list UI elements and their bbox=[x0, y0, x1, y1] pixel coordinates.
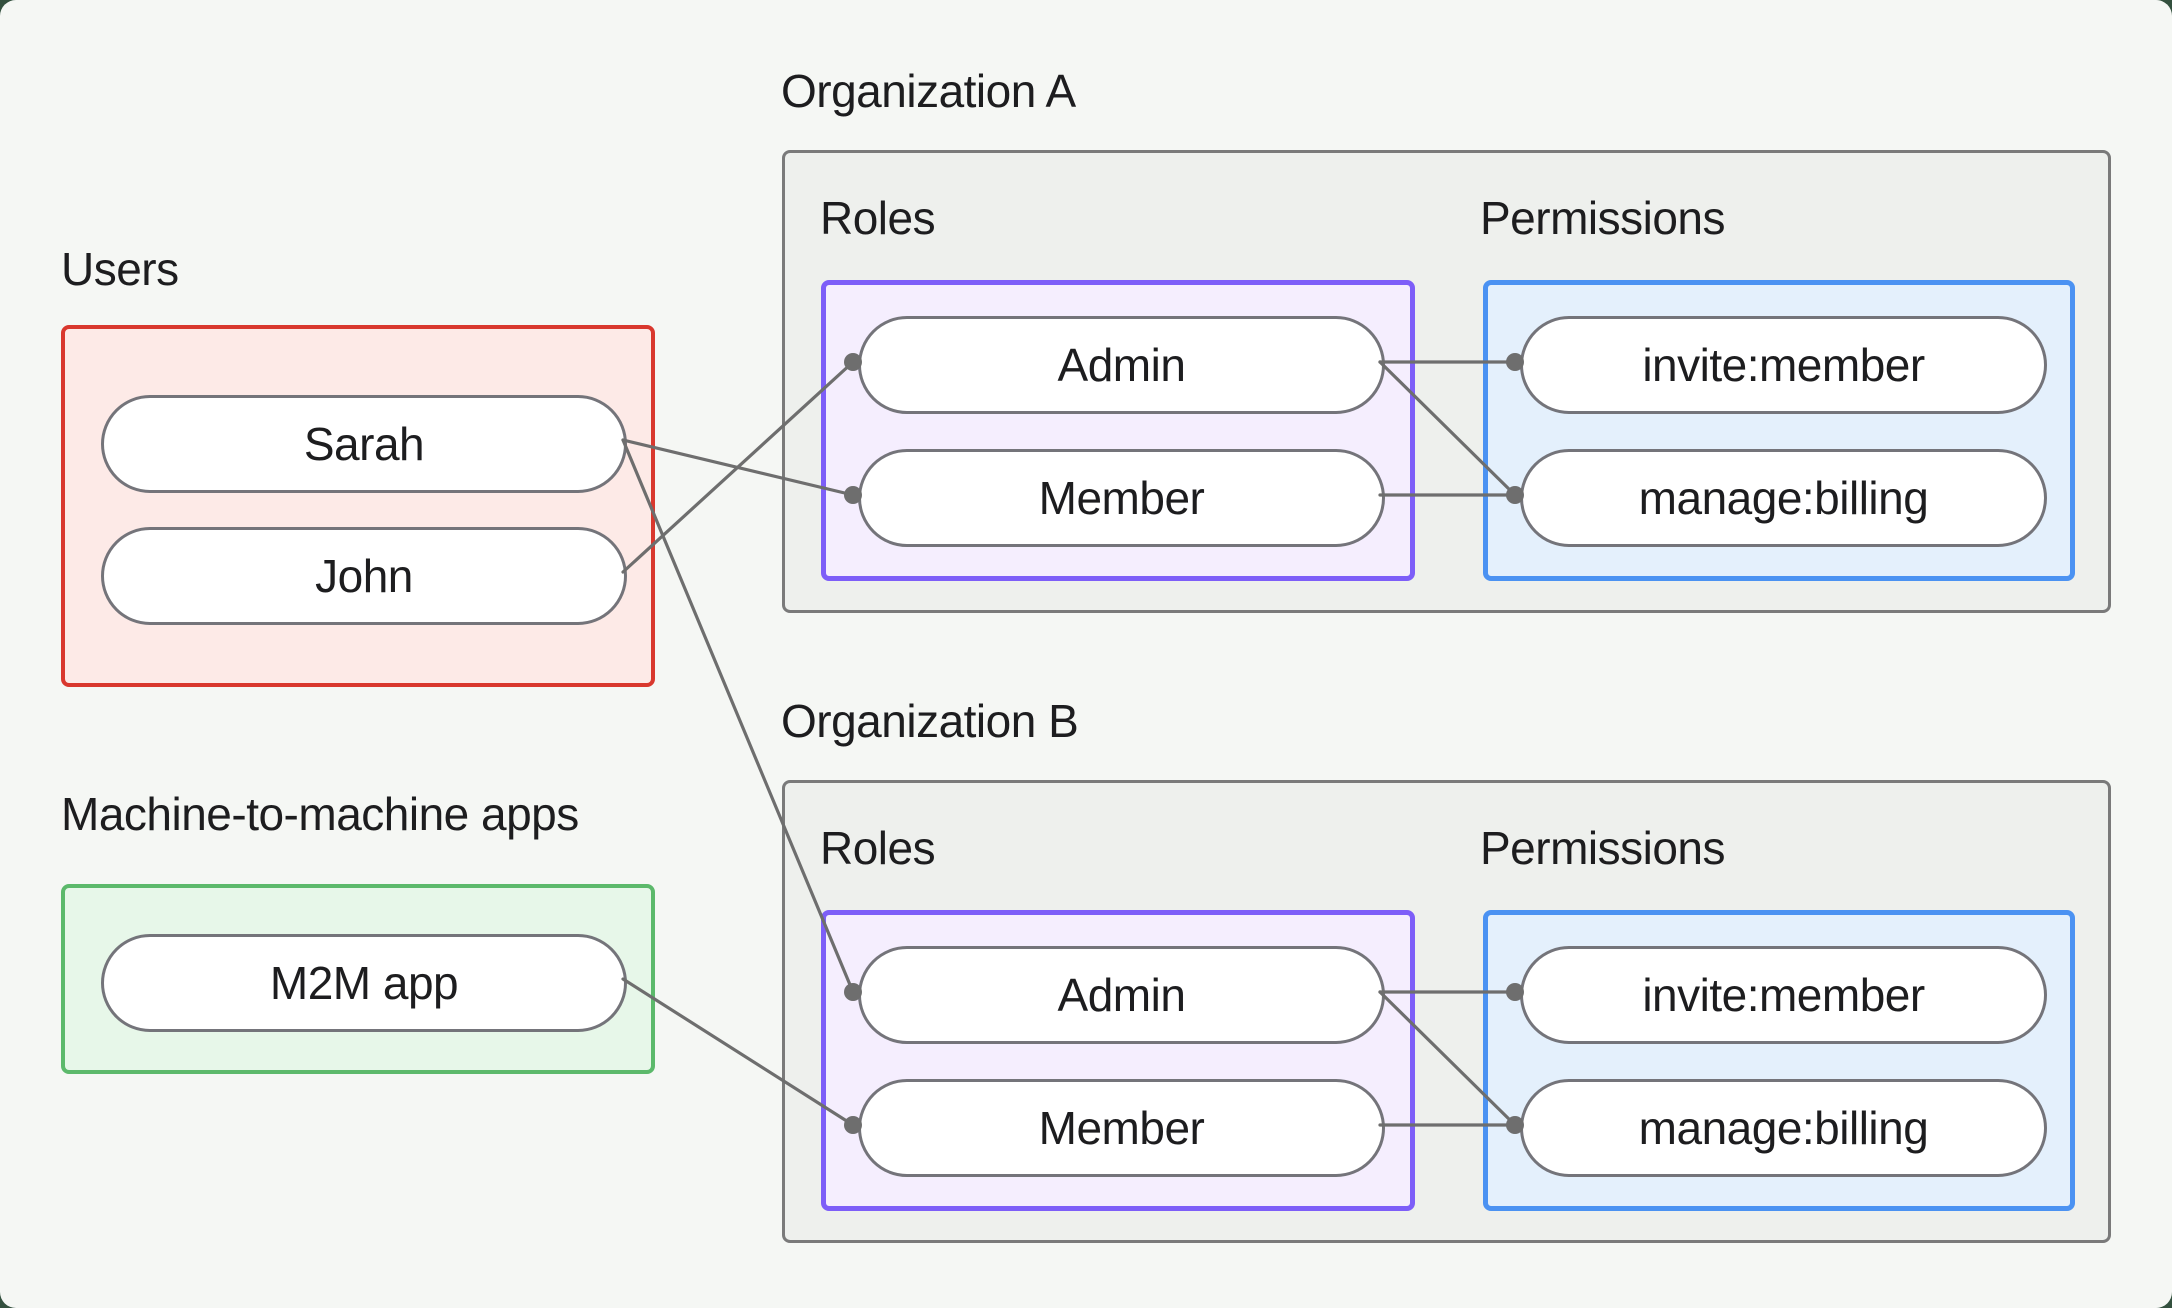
org-b-role-member-label: Member bbox=[1038, 1102, 1205, 1154]
user-node-sarah-label: Sarah bbox=[303, 418, 425, 470]
org-b-permission-manage-billing-label: manage:billing bbox=[1638, 1102, 1929, 1154]
m2m-group-box: M2M app bbox=[61, 884, 655, 1074]
org-a-role-admin: Admin bbox=[858, 316, 1385, 414]
org-a-role-admin-label: Admin bbox=[1057, 339, 1186, 391]
org-b-role-member: Member bbox=[858, 1079, 1385, 1177]
org-b-box: Roles Permissions Admin Member invite:me… bbox=[782, 780, 2111, 1243]
org-a-title: Organization A bbox=[781, 65, 1076, 117]
org-b-permission-manage-billing: manage:billing bbox=[1520, 1079, 2047, 1177]
org-a-role-member-label: Member bbox=[1038, 472, 1205, 524]
org-a-role-member: Member bbox=[858, 449, 1385, 547]
org-b-title: Organization B bbox=[781, 695, 1079, 747]
org-b-permission-invite-member: invite:member bbox=[1520, 946, 2047, 1044]
org-a-permission-invite-member-label: invite:member bbox=[1642, 339, 1925, 391]
user-node-john-label: John bbox=[315, 550, 413, 602]
org-a-roles-label: Roles bbox=[820, 192, 936, 244]
m2m-section-label: Machine-to-machine apps bbox=[61, 788, 579, 840]
org-b-permission-invite-member-label: invite:member bbox=[1642, 969, 1925, 1021]
org-a-permission-invite-member: invite:member bbox=[1520, 316, 2047, 414]
org-b-permissions-box: invite:member manage:billing bbox=[1483, 910, 2075, 1211]
org-a-roles-box: Admin Member bbox=[821, 280, 1415, 581]
users-group-box: Sarah John bbox=[61, 325, 655, 687]
org-b-role-admin: Admin bbox=[858, 946, 1385, 1044]
org-a-permissions-box: invite:member manage:billing bbox=[1483, 280, 2075, 581]
org-a-permission-manage-billing: manage:billing bbox=[1520, 449, 2047, 547]
org-b-roles-box: Admin Member bbox=[821, 910, 1415, 1211]
org-a-permission-manage-billing-label: manage:billing bbox=[1638, 472, 1929, 524]
user-node-sarah: Sarah bbox=[101, 395, 627, 493]
org-b-role-admin-label: Admin bbox=[1057, 969, 1186, 1021]
org-b-roles-label: Roles bbox=[820, 822, 936, 874]
user-node-john: John bbox=[101, 527, 627, 625]
org-a-box: Roles Permissions Admin Member invite:me… bbox=[782, 150, 2111, 613]
org-b-permissions-label: Permissions bbox=[1480, 822, 1726, 874]
m2m-app-node-label: M2M app bbox=[269, 957, 459, 1009]
users-section-label: Users bbox=[61, 243, 179, 295]
m2m-app-node: M2M app bbox=[101, 934, 627, 1032]
org-a-permissions-label: Permissions bbox=[1480, 192, 1726, 244]
